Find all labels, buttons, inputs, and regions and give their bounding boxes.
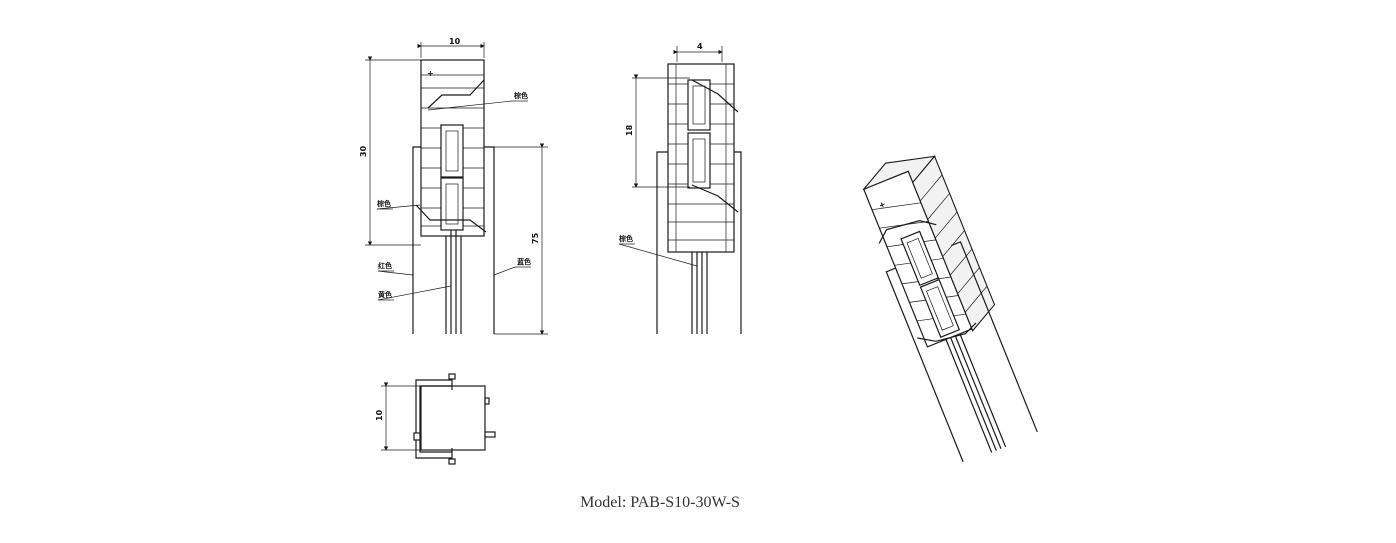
front-lead-right [484, 146, 495, 334]
bottom-wire-frame [415, 379, 452, 459]
front-view: + 10 30 75 棕色 [359, 37, 548, 335]
front-dim-lead: 75 [531, 232, 540, 244]
bottom-view: 10 [375, 373, 496, 465]
front-label-red: 红色 [378, 261, 392, 270]
side-window-upper [687, 79, 711, 131]
side-window-lower [687, 132, 711, 189]
front-tab-upper [440, 124, 464, 178]
iso-lead-left [885, 267, 964, 463]
bottom-tab [484, 431, 496, 438]
iso-plus-mark: + [878, 200, 888, 211]
side-dim-width: 4 [697, 42, 703, 51]
side-lead-left [656, 151, 668, 334]
front-label-blue: 蓝色 [517, 257, 531, 266]
front-dim-width: 10 [449, 37, 461, 46]
bottom-body [420, 385, 486, 451]
front-label-brown-left: 棕色 [376, 199, 391, 208]
front-label-brown-top: 棕色 [513, 91, 528, 100]
side-label-brown: 棕色 [618, 234, 633, 243]
front-lead-left [412, 146, 421, 334]
front-label-yellow: 黄色 [378, 290, 392, 299]
front-dim-height: 30 [359, 145, 368, 157]
side-lead-right [734, 151, 742, 334]
front-tab-lower [440, 177, 464, 231]
iso-view: + [862, 155, 1038, 463]
model-caption: Model: PAB-S10-30W-S [580, 494, 740, 511]
front-strap-top [427, 79, 485, 109]
iso-lead-right [950, 241, 1038, 433]
side-view: 4 18 棕色 [618, 42, 742, 334]
side-strap-top [691, 79, 739, 113]
side-dim-height: 18 [625, 124, 634, 136]
front-plus-mark: + [427, 69, 434, 78]
bottom-dim-height: 10 [375, 409, 384, 421]
